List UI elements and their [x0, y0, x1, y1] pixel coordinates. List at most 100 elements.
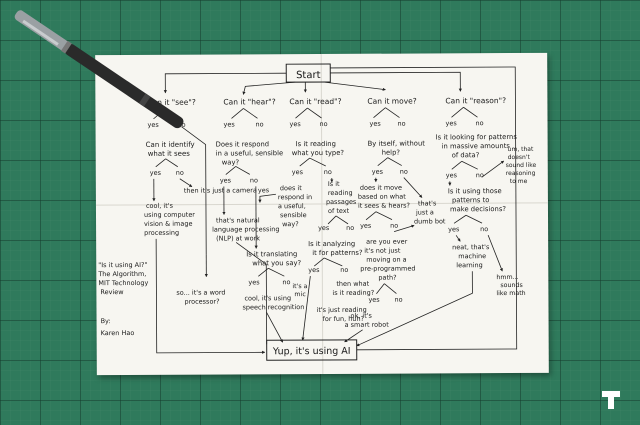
arrow-ml-result: [356, 271, 473, 347]
arrow-side-note: [481, 160, 505, 178]
move-does-it-move: does it move based on what it sees & hea…: [358, 184, 410, 210]
caption-author: By: Karen Hao: [101, 317, 135, 337]
move-smart-robot: ok, it's a smart robot: [345, 312, 390, 329]
move-ever-move: are you ever it's not just moving on a p…: [360, 238, 418, 282]
passages-no: no: [346, 224, 354, 232]
hear-nlp: that's natural language processing (NLP)…: [212, 216, 282, 242]
see-camera: then it's just a camera: [184, 186, 257, 194]
arrow-start-see: [163, 72, 287, 94]
analyzing-split: [314, 257, 343, 267]
nlp-line: [235, 242, 268, 345]
fold-line-vertical: [320, 53, 324, 375]
svg-text:no: no: [398, 120, 406, 128]
move-yes-2: yes: [372, 168, 384, 176]
arrow-see-camera: [179, 178, 193, 188]
see-no-2: no: [176, 169, 184, 177]
read-for-fun: it's just reading for fun, huh?: [316, 306, 368, 323]
reason-split-2: [451, 160, 478, 170]
ever-move-no: no: [394, 296, 402, 304]
reason-ml: neat, that's machine learning: [452, 243, 491, 269]
using-split: [453, 214, 483, 224]
arrow-speech-result: [266, 312, 284, 343]
result-line-right: [356, 312, 518, 351]
translating-no: no: [282, 278, 290, 286]
hear-its-a-mic: it's a mic: [292, 283, 309, 298]
read-then-what: then what is it reading?: [332, 280, 374, 297]
using-yes: yes: [448, 225, 460, 233]
question-reason: Can it "reason"?: [445, 96, 506, 105]
read-split-2: [299, 157, 326, 167]
hear-yes-2: yes: [220, 176, 232, 184]
see-yes-2: yes: [150, 169, 162, 177]
reason-math: hmm... sounds like math: [496, 274, 525, 297]
hear-no-2: no: [250, 176, 258, 184]
reason-patterns: Is it looking for patterns in massive am…: [436, 133, 520, 159]
svg-text:yes: yes: [370, 120, 382, 128]
hear-word-processor: so... it's a word processor?: [176, 288, 227, 305]
question-hear: Can it "hear"?: [223, 97, 275, 106]
arrow-dumb-bot: [403, 177, 423, 198]
question-read: Can it "read"?: [289, 97, 341, 106]
question-move: Can it move?: [367, 97, 416, 106]
read-reading-type: Is it reading what you type?: [292, 140, 345, 157]
passages-yes: yes: [318, 224, 330, 232]
read-analyzing: Is it analyzing it for patterns?: [308, 240, 363, 257]
arrow-no-dumb-bot: [393, 224, 415, 233]
does-move-no: no: [390, 222, 398, 230]
respond-yes: yes: [258, 186, 270, 194]
ever-move-split: [376, 283, 397, 294]
svg-text:yes: yes: [148, 121, 160, 129]
reason-side-note: um, that doesn't sound like reasoning to…: [506, 146, 539, 185]
reason-using: Is it using those patterns to make decis…: [448, 187, 507, 213]
read-no-2: no: [324, 168, 332, 176]
arrow-start-reason: [330, 71, 462, 92]
svg-text:yes: yes: [290, 120, 302, 128]
see-no-line: [181, 126, 207, 255]
passages-split: [327, 215, 349, 225]
hear-respond: Does it respond in a useful, sensible wa…: [216, 140, 286, 166]
does-move-split: [365, 211, 393, 221]
svg-text:yes: yes: [224, 120, 236, 128]
move-split-2: [377, 157, 402, 167]
see-identify: Can it identify what it sees: [146, 141, 197, 158]
ever-move-yes: yes: [368, 296, 380, 304]
read-yes-2: yes: [292, 168, 304, 176]
see-computer-vision: cool, it's using computer vision & image…: [144, 202, 197, 237]
brand-logo-icon: [602, 391, 620, 409]
svg-text:no: no: [476, 119, 484, 127]
arrow-analyzing-result: [301, 276, 311, 341]
read-respond: does it respond in a useful, sensible wa…: [278, 184, 315, 228]
marker-cap: [14, 10, 70, 51]
arrow-cv-result: [155, 238, 266, 354]
question-see: Can it "see"?: [147, 98, 195, 107]
flowchart-drawing: Start Can it "see"? Can it "hear"? Can i…: [95, 53, 548, 375]
see-identify-split: [155, 158, 178, 168]
arrow-ml: [455, 235, 461, 242]
analyzing-yes: yes: [308, 266, 320, 274]
fold-line-horizontal: [95, 202, 548, 206]
using-no: no: [480, 225, 488, 233]
read-passages: Is it reading passages of text: [326, 180, 359, 215]
svg-text:yes: yes: [446, 119, 458, 127]
move-dumb-bot: that's just a dumb bot: [414, 199, 446, 225]
marker-body: [64, 43, 184, 129]
arrow-respond-yes: [258, 193, 276, 203]
translating-yes: yes: [248, 278, 260, 286]
svg-text:no: no: [256, 120, 264, 128]
reason-no-2: no: [476, 171, 484, 179]
result-label: Yup, it's using AI: [272, 346, 351, 357]
arrow-math: [487, 234, 503, 272]
reason-yes-2: yes: [446, 171, 458, 179]
hear-respond-split: [225, 166, 250, 175]
loop-line-right: [330, 66, 517, 313]
caption-title: "Is it using AI?" The Algorithm, MIT Tec…: [97, 261, 150, 296]
start-label: Start: [296, 70, 321, 81]
move-by-itself: By itself, without help?: [368, 139, 428, 156]
flowchart-paper: Start Can it "see"? Can it "hear"? Can i…: [95, 52, 549, 376]
hear-speech: cool, it's using speech recognition: [242, 294, 304, 311]
svg-text:no: no: [320, 120, 328, 128]
arrow-start-hear: [242, 81, 296, 95]
analyzing-no: no: [340, 266, 348, 274]
does-move-yes: yes: [360, 222, 372, 230]
